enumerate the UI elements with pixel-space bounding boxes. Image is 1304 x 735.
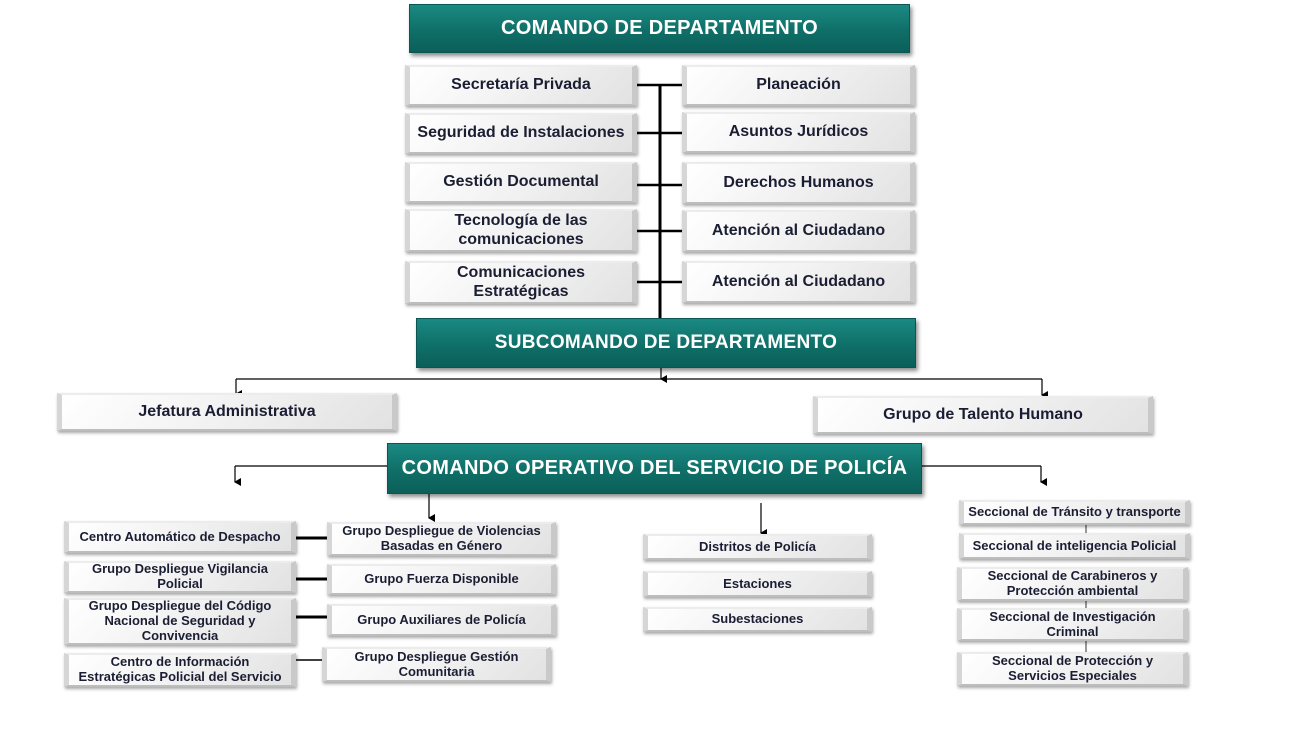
staff-label: Comunicaciones Estratégicas bbox=[456, 264, 586, 300]
staff-label: Tecnología de las comunicaciones bbox=[454, 212, 588, 248]
staff-box-tecnologia-comunicaciones: Tecnología de las comunicaciones bbox=[405, 209, 637, 252]
ops-grupo-gestion-comunitaria: Grupo Despliegue Gestión Comunitaria bbox=[322, 647, 551, 682]
staff-box-secretaria-privada: Secretaría Privada bbox=[405, 65, 637, 106]
ops-label: Seccional de Tránsito y transporte bbox=[968, 504, 1181, 520]
ops-estaciones: Estaciones bbox=[643, 571, 872, 597]
staff-label: Seguridad de Instalaciones bbox=[417, 124, 625, 142]
comando-header-label: COMANDO DE DEPARTAMENTO bbox=[501, 17, 818, 39]
comando-header: COMANDO DE DEPARTAMENTO bbox=[409, 4, 910, 53]
staff-label: Atención al Ciudadano bbox=[711, 272, 886, 290]
ops-seccional-proteccion: Seccional de Protección y Servicios Espe… bbox=[957, 652, 1188, 686]
ops-label: Centro de Información Estratégicas Polic… bbox=[78, 654, 282, 684]
ops-label: Subestaciones bbox=[711, 611, 804, 627]
ops-grupo-auxiliares: Grupo Auxiliares de Policía bbox=[327, 604, 556, 636]
ops-label: Grupo Fuerza Disponible bbox=[364, 571, 519, 587]
staff-label: Gestión Documental bbox=[443, 173, 599, 191]
staff-box-seguridad-instalaciones: Seguridad de Instalaciones bbox=[405, 113, 637, 154]
ops-label: Grupo Despliegue Vigilancia Policial bbox=[91, 561, 269, 591]
staff-box-comunicaciones-estrategicas: Comunicaciones Estratégicas bbox=[405, 261, 637, 304]
ops-seccional-inteligencia: Seccional de inteligencia Policial bbox=[959, 533, 1190, 559]
staff-box-gestion-documental: Gestión Documental bbox=[405, 162, 637, 203]
ops-grupo-violencias-genero: Grupo Despliegue de Violencias Basadas e… bbox=[327, 522, 556, 556]
unit-jefatura-administrativa: Jefatura Administrativa bbox=[57, 393, 397, 431]
ops-grupo-fuerza-disponible: Grupo Fuerza Disponible bbox=[327, 564, 556, 595]
ops-grupo-despliegue-codigo: Grupo Despliegue del Código Nacional de … bbox=[64, 598, 296, 645]
staff-box-atencion-ciudadano-1: Atención al Ciudadano bbox=[682, 210, 915, 252]
ops-label: Estaciones bbox=[723, 575, 792, 591]
ops-label: Grupo Despliegue del Código Nacional de … bbox=[88, 598, 272, 643]
ops-label: Seccional de inteligencia Policial bbox=[972, 537, 1177, 553]
operativo-header: COMANDO OPERATIVO DEL SERVICIO DE POLICÍ… bbox=[387, 443, 922, 494]
staff-box-atencion-ciudadano-2: Atención al Ciudadano bbox=[682, 261, 915, 303]
ops-seccional-transito: Seccional de Tránsito y transporte bbox=[959, 500, 1190, 525]
ops-distritos-policia: Distritos de Policía bbox=[643, 534, 872, 560]
staff-box-planeacion: Planeación bbox=[682, 65, 915, 106]
ops-label: Grupo Auxiliares de Policía bbox=[357, 611, 526, 627]
ops-seccional-carabineros: Seccional de Carabineros y Protección am… bbox=[957, 567, 1188, 601]
staff-label: Secretaría Privada bbox=[451, 76, 591, 94]
unit-label: Grupo de Talento Humano bbox=[883, 405, 1083, 423]
ops-label: Seccional de Investigación Criminal bbox=[989, 608, 1156, 639]
operativo-header-label: COMANDO OPERATIVO DEL SERVICIO DE POLICÍ… bbox=[401, 457, 908, 479]
ops-label: Distritos de Policía bbox=[698, 538, 817, 554]
ops-label: Grupo Despliegue de Violencias Basadas e… bbox=[342, 523, 541, 553]
ops-label: Seccional de Protección y Servicios Espe… bbox=[991, 653, 1154, 683]
staff-box-derechos-humanos: Derechos Humanos bbox=[682, 162, 915, 204]
staff-label: Asuntos Jurídicos bbox=[728, 123, 869, 141]
staff-label: Planeación bbox=[756, 76, 841, 94]
unit-label: Jefatura Administrativa bbox=[138, 402, 316, 420]
ops-label: Grupo Despliegue Gestión Comunitaria bbox=[354, 648, 519, 679]
staff-box-asuntos-juridicos: Asuntos Jurídicos bbox=[682, 112, 915, 153]
staff-label: Derechos Humanos bbox=[723, 173, 874, 191]
unit-grupo-talento-humano: Grupo de Talento Humano bbox=[813, 396, 1153, 434]
ops-label: Centro Automático de Despacho bbox=[79, 528, 281, 544]
subcomando-header: SUBCOMANDO DE DEPARTAMENTO bbox=[416, 318, 916, 368]
staff-label: Atención al Ciudadano bbox=[711, 221, 886, 239]
ops-grupo-despliegue-vigilancia: Grupo Despliegue Vigilancia Policial bbox=[64, 561, 296, 593]
ops-seccional-investigacion: Seccional de Investigación Criminal bbox=[957, 608, 1188, 641]
ops-centro-informacion: Centro de Información Estratégicas Polic… bbox=[64, 653, 296, 687]
ops-label: Seccional de Carabineros y Protección am… bbox=[987, 568, 1158, 598]
subcomando-header-label: SUBCOMANDO DE DEPARTAMENTO bbox=[494, 332, 838, 353]
ops-subestaciones: Subestaciones bbox=[643, 607, 872, 632]
ops-centro-automatico-despacho: Centro Automático de Despacho bbox=[64, 521, 296, 553]
